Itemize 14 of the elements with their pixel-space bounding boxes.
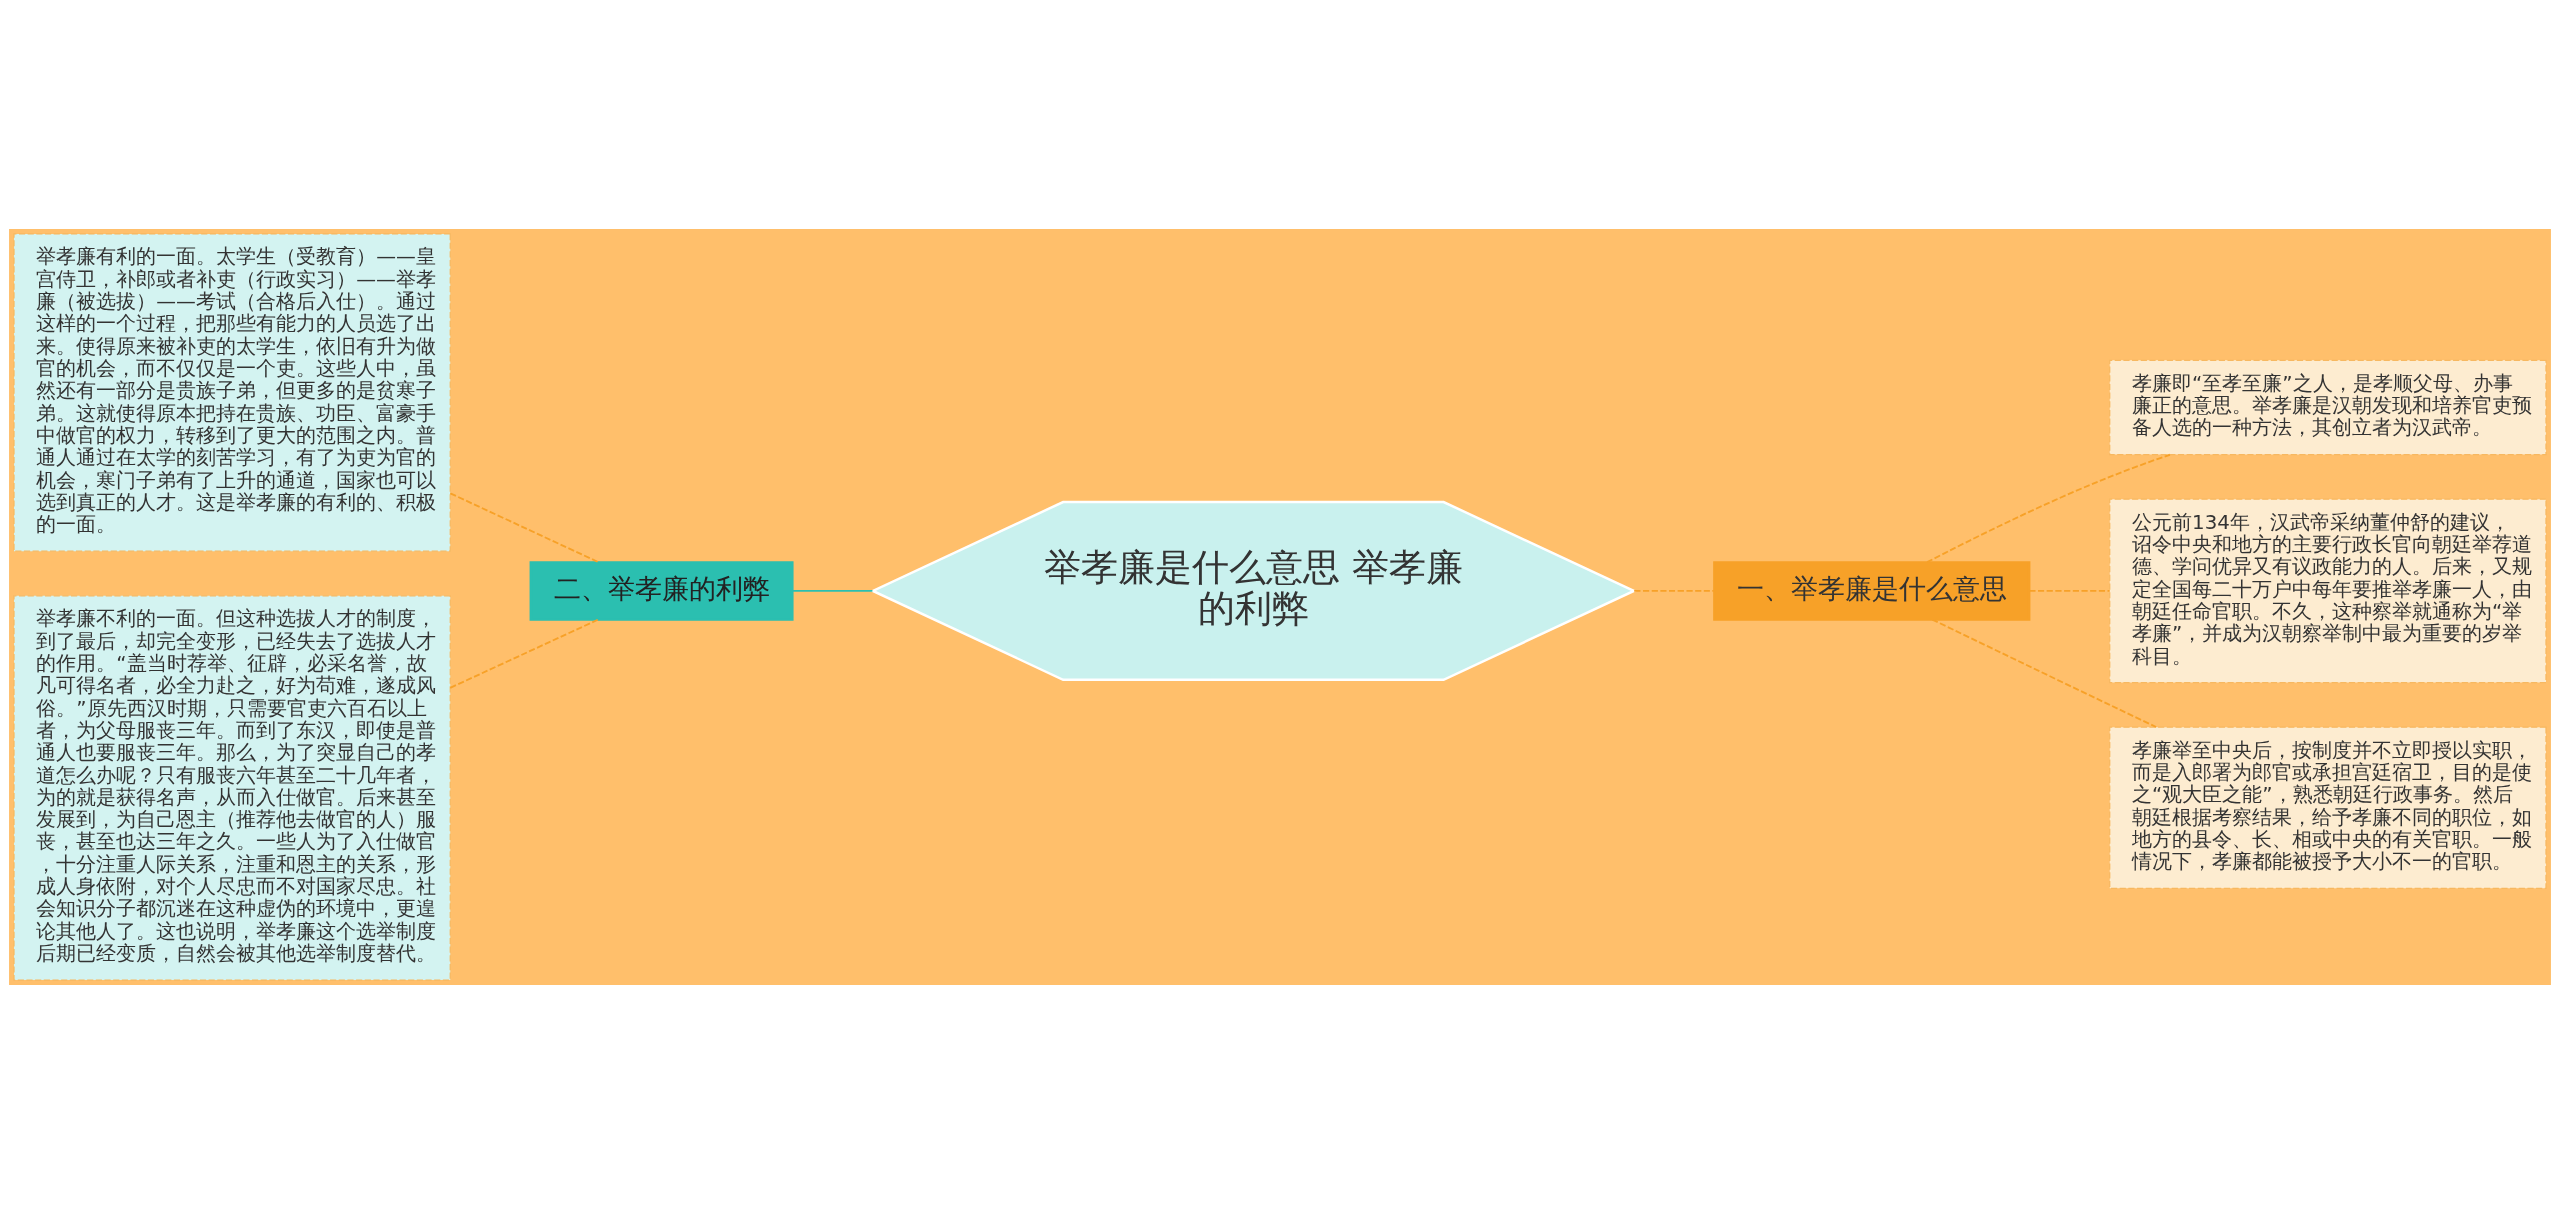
- node-box: 孝廉即“至孝至廉”之人，是孝顺父母、办事廉正的意思。举孝廉是汉朝发现和培养官吏预备人选的一种方法，其创立者为汉武帝。: [2109, 359, 2547, 456]
- connector: [1633, 589, 1716, 592]
- node-box: 举孝廉有利的一面。太学生（受教育）——皇宫侍卫，补郎或者补吏（行政实习）——举孝廉（被选拔）——考试（合格后入仕）。通过这样的一个过程，把那些有能力的人员选了出来。使得原来被补吏的太学生，依旧有升为做官的机会，而不仅仅是一个吏。这些人中，虽然还有一部分是贵族子弟，但更多的是贫寒子弟。这就使得原本把持在贵族、功臣、富豪手中做官的权力，转移到了更大的范围之内。普通人通过在太学的刻苦学习，有了为吏为官的机会，寒门子弟有了上升的通道，国家也可以选到真正的人才。这是举孝廉的有利的、积极的一面。: [13, 233, 451, 552]
- node-box: 举孝廉不利的一面。但这种选拔人才的制度，到了最后，却完全变形，已经失去了选拔人才的作用。“盖当时荐举、征辟，必采名誉，故凡可得名者，必全力赴之，好为苟难，遂成风俗。”原先西汉时期，只需要官吏六百石以上者，为父母服丧三年。而到了东汉，即使是普通人也要服丧三年。那么，为了突显自己的孝道怎么办呢？只有服丧六年甚至二十几年者，为的就是获得名声，从而入仕做官。后来甚至发展到，为自己恩主（推荐他去做官的人）服丧，甚至也达三年之久。一些人为了入仕做官，十分注重人际关系，注重和恩主的关系，形成人身依附，对个人尽忠而不对国家尽忠。社会知识分子都沉迷在这种虚伪的环境中，更遑论其他人了。这也说明，举孝廉这个选举制度后期已经变质，自然会被其他选举制度替代。: [13, 595, 451, 981]
- node-box: 二、举孝廉的利弊: [529, 561, 794, 621]
- connector: [449, 492, 600, 564]
- node-box: 公元前134年，汉武帝采纳董仲舒的建议，诏令中央和地方的主要行政长官向朝廷举荐道德、学问优异又有议政能力的人。后来，又规定全国每二十万户中每年要推举孝廉一人，由朝廷任命官职。不久，这种察举就通称为“举孝廉”，并成为汉朝察举制中最为重要的岁举科目。: [2109, 498, 2547, 684]
- connector: [791, 589, 874, 592]
- connector: [449, 618, 600, 689]
- node-box: 一、举孝廉是什么意思: [1713, 561, 2031, 621]
- node-box: 孝廉举至中央后，按制度并不立即授以实职，而是入郎署为郎官或承担宫廷宿卫，目的是使之“观大臣之能”，熟悉朝廷行政事务。然后朝廷根据考察结果，给予孝廉不同的职位，如地方的县令、长、相或中央的有关官职。一般情况下，孝廉都能被授予大小不一的官职。: [2109, 726, 2547, 889]
- connector: [1931, 618, 2158, 728]
- connector: [1926, 453, 2171, 564]
- connector: [2028, 589, 2111, 592]
